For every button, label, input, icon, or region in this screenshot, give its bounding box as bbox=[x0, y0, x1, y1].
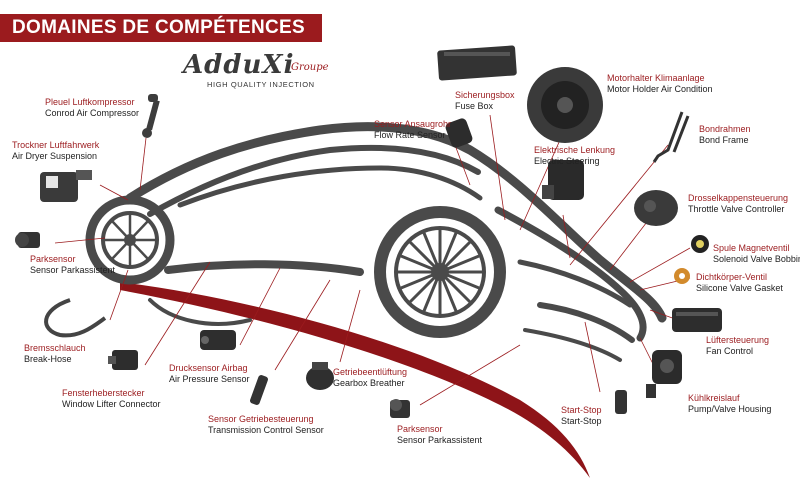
part-throttle-controller-icon bbox=[634, 190, 678, 226]
part-transmission-sensor-icon bbox=[250, 375, 268, 405]
part-solenoid-bobbin-icon bbox=[691, 235, 709, 253]
logo-tagline: HIGH QUALITY INJECTION bbox=[207, 80, 315, 89]
label-lenkung: Elektrische Lenkung Electric Steering bbox=[534, 145, 616, 166]
rear-wheel bbox=[85, 195, 175, 285]
label-bondrahmen: Bondrahmen Bond Frame bbox=[699, 124, 751, 145]
label-sicherungsbox: Sicherungsbox Fuse Box bbox=[455, 90, 515, 111]
part-flow-sensor-icon bbox=[445, 118, 473, 148]
page-title: DOMAINES DE COMPÉTENCES bbox=[0, 14, 322, 42]
part-gearbox-breather-icon bbox=[306, 362, 334, 390]
part-conrod-icon bbox=[142, 94, 160, 138]
label-bremsschlauch: Bremsschlauch Break-Hose bbox=[24, 343, 86, 364]
label-drosselklappe: Drosselkappensteuerung Throttle Valve Co… bbox=[688, 193, 789, 214]
label-parksensor-left: Parksensor Sensor Parkassistent bbox=[30, 254, 116, 275]
label-dichtkoerper: Dichtkörper-Ventil Silicone Valve Gasket bbox=[696, 272, 783, 293]
company-logo: AdduXi Groupe HIGH QUALITY INJECTION bbox=[183, 50, 333, 94]
part-start-stop-icon bbox=[615, 390, 627, 414]
label-getriebesteuerung: Sensor Getriebesteuerung Transmission Co… bbox=[208, 414, 324, 435]
part-parksensor-bottom-icon bbox=[390, 399, 410, 418]
logo-brand: AdduXi bbox=[183, 50, 295, 80]
label-fensterheber: Fensterheberstecker Window Lifter Connec… bbox=[62, 388, 161, 409]
part-parksensor-left-icon bbox=[15, 232, 40, 248]
part-pump-housing-icon bbox=[646, 350, 682, 398]
part-fan-control-icon bbox=[672, 308, 722, 332]
label-startstop: Start-Stop Start-Stop bbox=[561, 405, 602, 426]
part-window-connector-icon bbox=[108, 350, 138, 370]
label-kuehlkreislauf: Kühlkreislauf Pump/Valve Housing bbox=[688, 393, 772, 414]
part-airbag-sensor-icon bbox=[200, 330, 236, 350]
part-valve-gasket-icon bbox=[674, 268, 690, 284]
label-getriebeentlueftung: Getriebeentlüftung Gearbox Breather bbox=[333, 367, 408, 388]
label-pleuel: Pleuel Luftkompressor Conrod Air Compres… bbox=[45, 97, 140, 118]
part-brake-hose-icon bbox=[44, 298, 107, 338]
label-spule: Spule Magnetventil Solenoid Valve Bobbin bbox=[713, 243, 800, 264]
part-fuse-box-icon bbox=[437, 45, 517, 81]
part-electric-steering-icon bbox=[542, 160, 584, 200]
part-air-dryer-icon bbox=[40, 170, 92, 202]
label-luefter: Lüftersteuerung Fan Control bbox=[706, 335, 770, 356]
label-trockner: Trockner Luftfahrwerk Air Dryer Suspensi… bbox=[12, 140, 100, 161]
label-ansaugrohr: Sensor Ansaugrohr Flow Rate Sensor bbox=[374, 119, 452, 140]
label-motorhalter: Motorhalter Klimaanlage Motor Holder Air… bbox=[607, 73, 713, 94]
front-wheel bbox=[374, 206, 506, 338]
part-bond-frame-icon bbox=[652, 111, 690, 163]
part-motor-holder-icon bbox=[527, 67, 603, 143]
logo-brand-suffix: Groupe bbox=[291, 62, 329, 73]
label-parksensor-bottom: Parksensor Sensor Parkassistent bbox=[397, 424, 483, 445]
label-drucksensor: Drucksensor Airbag Air Pressure Sensor bbox=[169, 363, 250, 384]
